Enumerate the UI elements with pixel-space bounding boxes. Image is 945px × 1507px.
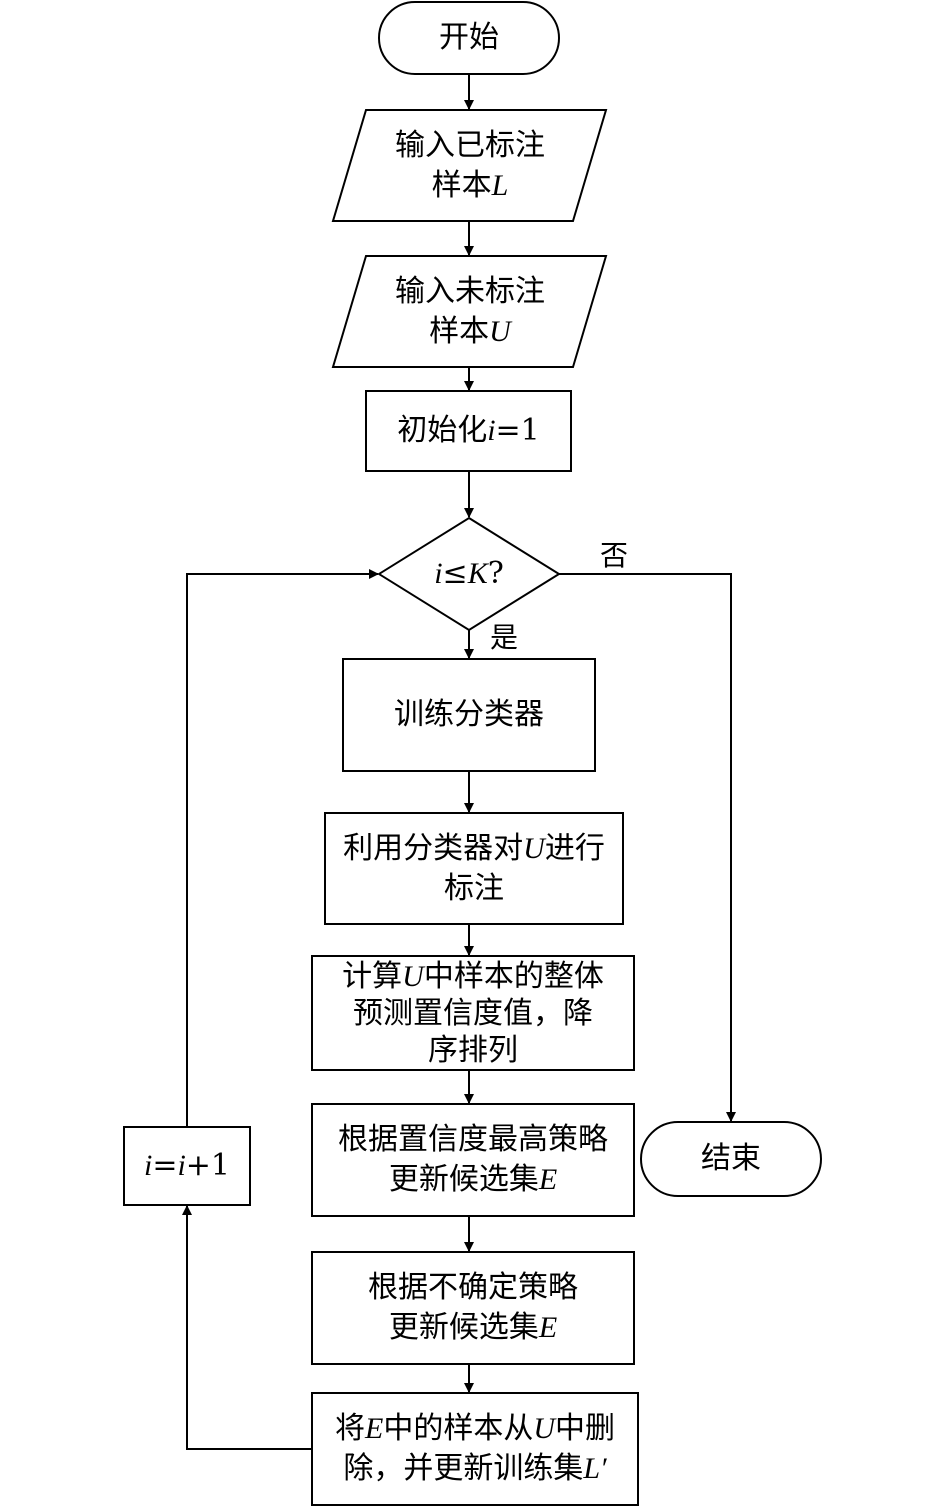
arrow-increment-to-decision (186, 569, 379, 1127)
init-text: 初始化i=1 (397, 413, 540, 448)
train-text: 训练分类器 (394, 697, 544, 732)
input-unlabeled-parallelogram (331, 255, 608, 368)
remove-box (311, 1392, 639, 1506)
yes-edge-label: 是 (490, 621, 519, 654)
compute-line3: 序排列 (428, 1032, 518, 1068)
update-unc-line2: 更新候选集E (388, 1310, 558, 1345)
increment-text: i=i+1 (143, 1148, 231, 1183)
update-unc-box (311, 1251, 635, 1365)
init-label: 初始化i=1 (366, 391, 571, 471)
input-unlabeled-line2: 样本U (429, 313, 511, 349)
compute-label: 计算U中样本的整体 预测置信度值，降 序排列 (312, 956, 634, 1070)
arrow-remove-to-increment (182, 1205, 312, 1450)
label-u-label: 利用分类器对U进行 标注 (325, 813, 623, 924)
label-u-line1: 利用分类器对U进行 (343, 830, 605, 866)
update-unc-line1: 根据不确定策略 (368, 1270, 578, 1305)
update-conf-box (311, 1103, 635, 1217)
train-label: 训练分类器 (343, 659, 595, 771)
input-unlabeled-line1: 输入未标注 (395, 273, 545, 309)
train-box (342, 658, 596, 772)
input-labeled-label: 输入已标注 样本L (345, 110, 595, 221)
label-u-box (324, 812, 624, 925)
compute-box (311, 955, 635, 1071)
end-label: 结束 (641, 1122, 821, 1196)
arrow-decision-no-to-end (559, 573, 736, 1122)
increment-label: i=i+1 (124, 1127, 250, 1205)
input-unlabeled-label: 输入未标注 样本U (345, 256, 595, 367)
update-unc-label: 根据不确定策略 更新候选集E (312, 1252, 634, 1364)
decision-text: i≤K? (434, 556, 504, 591)
update-conf-label: 根据置信度最高策略 更新候选集E (312, 1104, 634, 1216)
compute-line2: 预测置信度值，降 (353, 995, 593, 1031)
start-label: 开始 (379, 2, 559, 74)
start-text: 开始 (439, 20, 499, 55)
input-labeled-line2: 样本L (431, 167, 509, 203)
compute-line1: 计算U中样本的整体 (342, 958, 604, 994)
input-labeled-line1: 输入已标注 (395, 127, 545, 163)
remove-line1: 将E中的样本从U中删 (335, 1411, 615, 1446)
update-conf-line1: 根据置信度最高策略 (338, 1122, 608, 1157)
end-terminal (640, 1121, 822, 1197)
decision-label: i≤K? (379, 518, 559, 630)
input-labeled-parallelogram (331, 109, 608, 222)
update-conf-line2: 更新候选集E (388, 1162, 558, 1197)
remove-line2: 除，并更新训练集L′ (343, 1451, 607, 1486)
end-text: 结束 (701, 1141, 761, 1176)
remove-label: 将E中的样本从U中删 除，并更新训练集L′ (312, 1393, 638, 1505)
label-u-line2: 标注 (444, 870, 504, 906)
no-edge-label: 否 (600, 539, 629, 572)
